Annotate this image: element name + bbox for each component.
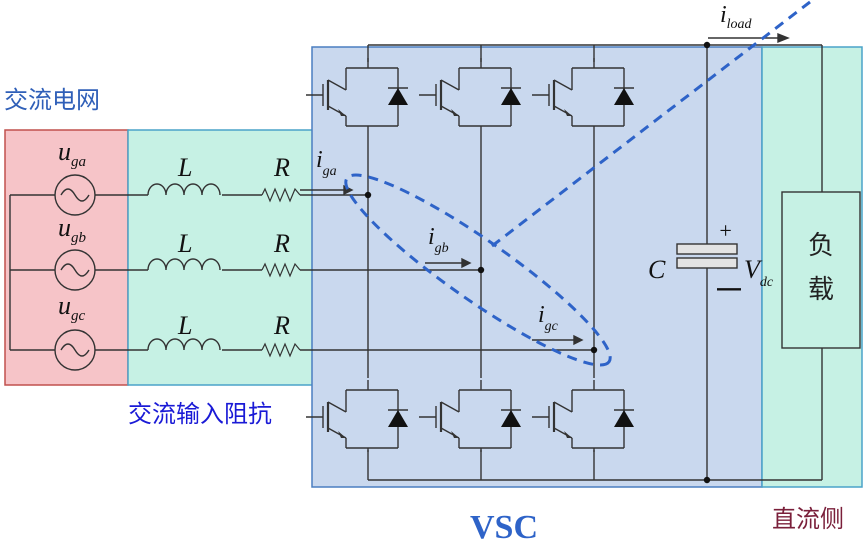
ac-impedance-label: 交流输入阻抗 [128, 400, 272, 428]
inductor-c [147, 338, 221, 351]
current-c-label: igc [538, 302, 559, 334]
resistor-a-label: R [273, 153, 290, 182]
source-c-label: ugc [58, 291, 86, 324]
ac-impedance-region [127, 129, 314, 386]
capacitor-minus: — [717, 275, 741, 302]
load-box [781, 191, 861, 349]
inductor-b [147, 258, 221, 271]
resistor-c [261, 342, 301, 358]
source-c [54, 329, 96, 371]
ac-grid-region [4, 129, 129, 386]
source-b [54, 249, 96, 291]
inductor-c-label: L [177, 311, 192, 340]
resistor-c-label: R [273, 311, 290, 340]
dc-side-label: 直流侧 [772, 505, 844, 533]
dc-voltage-label: Vdc [744, 255, 774, 290]
dc-capacitor [676, 243, 738, 269]
load-current-label: iload [720, 2, 753, 32]
inductor-a-label: L [177, 153, 192, 182]
source-a-label: uga [58, 137, 86, 170]
source-b-label: ugb [58, 213, 87, 246]
inductor-b-label: L [177, 229, 192, 258]
capacitor-plus: + [718, 218, 733, 243]
load-label-line1: 负 [808, 231, 834, 261]
current-b-label: igb [428, 224, 449, 256]
vsc-label: VSC [470, 509, 538, 543]
current-a-label: iga [316, 147, 337, 179]
source-a [54, 174, 96, 216]
resistor-b [261, 262, 301, 278]
load-label-line2: 载 [808, 275, 834, 305]
resistor-b-label: R [273, 229, 290, 258]
resistor-a [261, 187, 301, 203]
ac-grid-label: 交流电网 [4, 86, 100, 114]
inductor-a [147, 183, 221, 196]
capacitor-label: C [648, 255, 666, 284]
